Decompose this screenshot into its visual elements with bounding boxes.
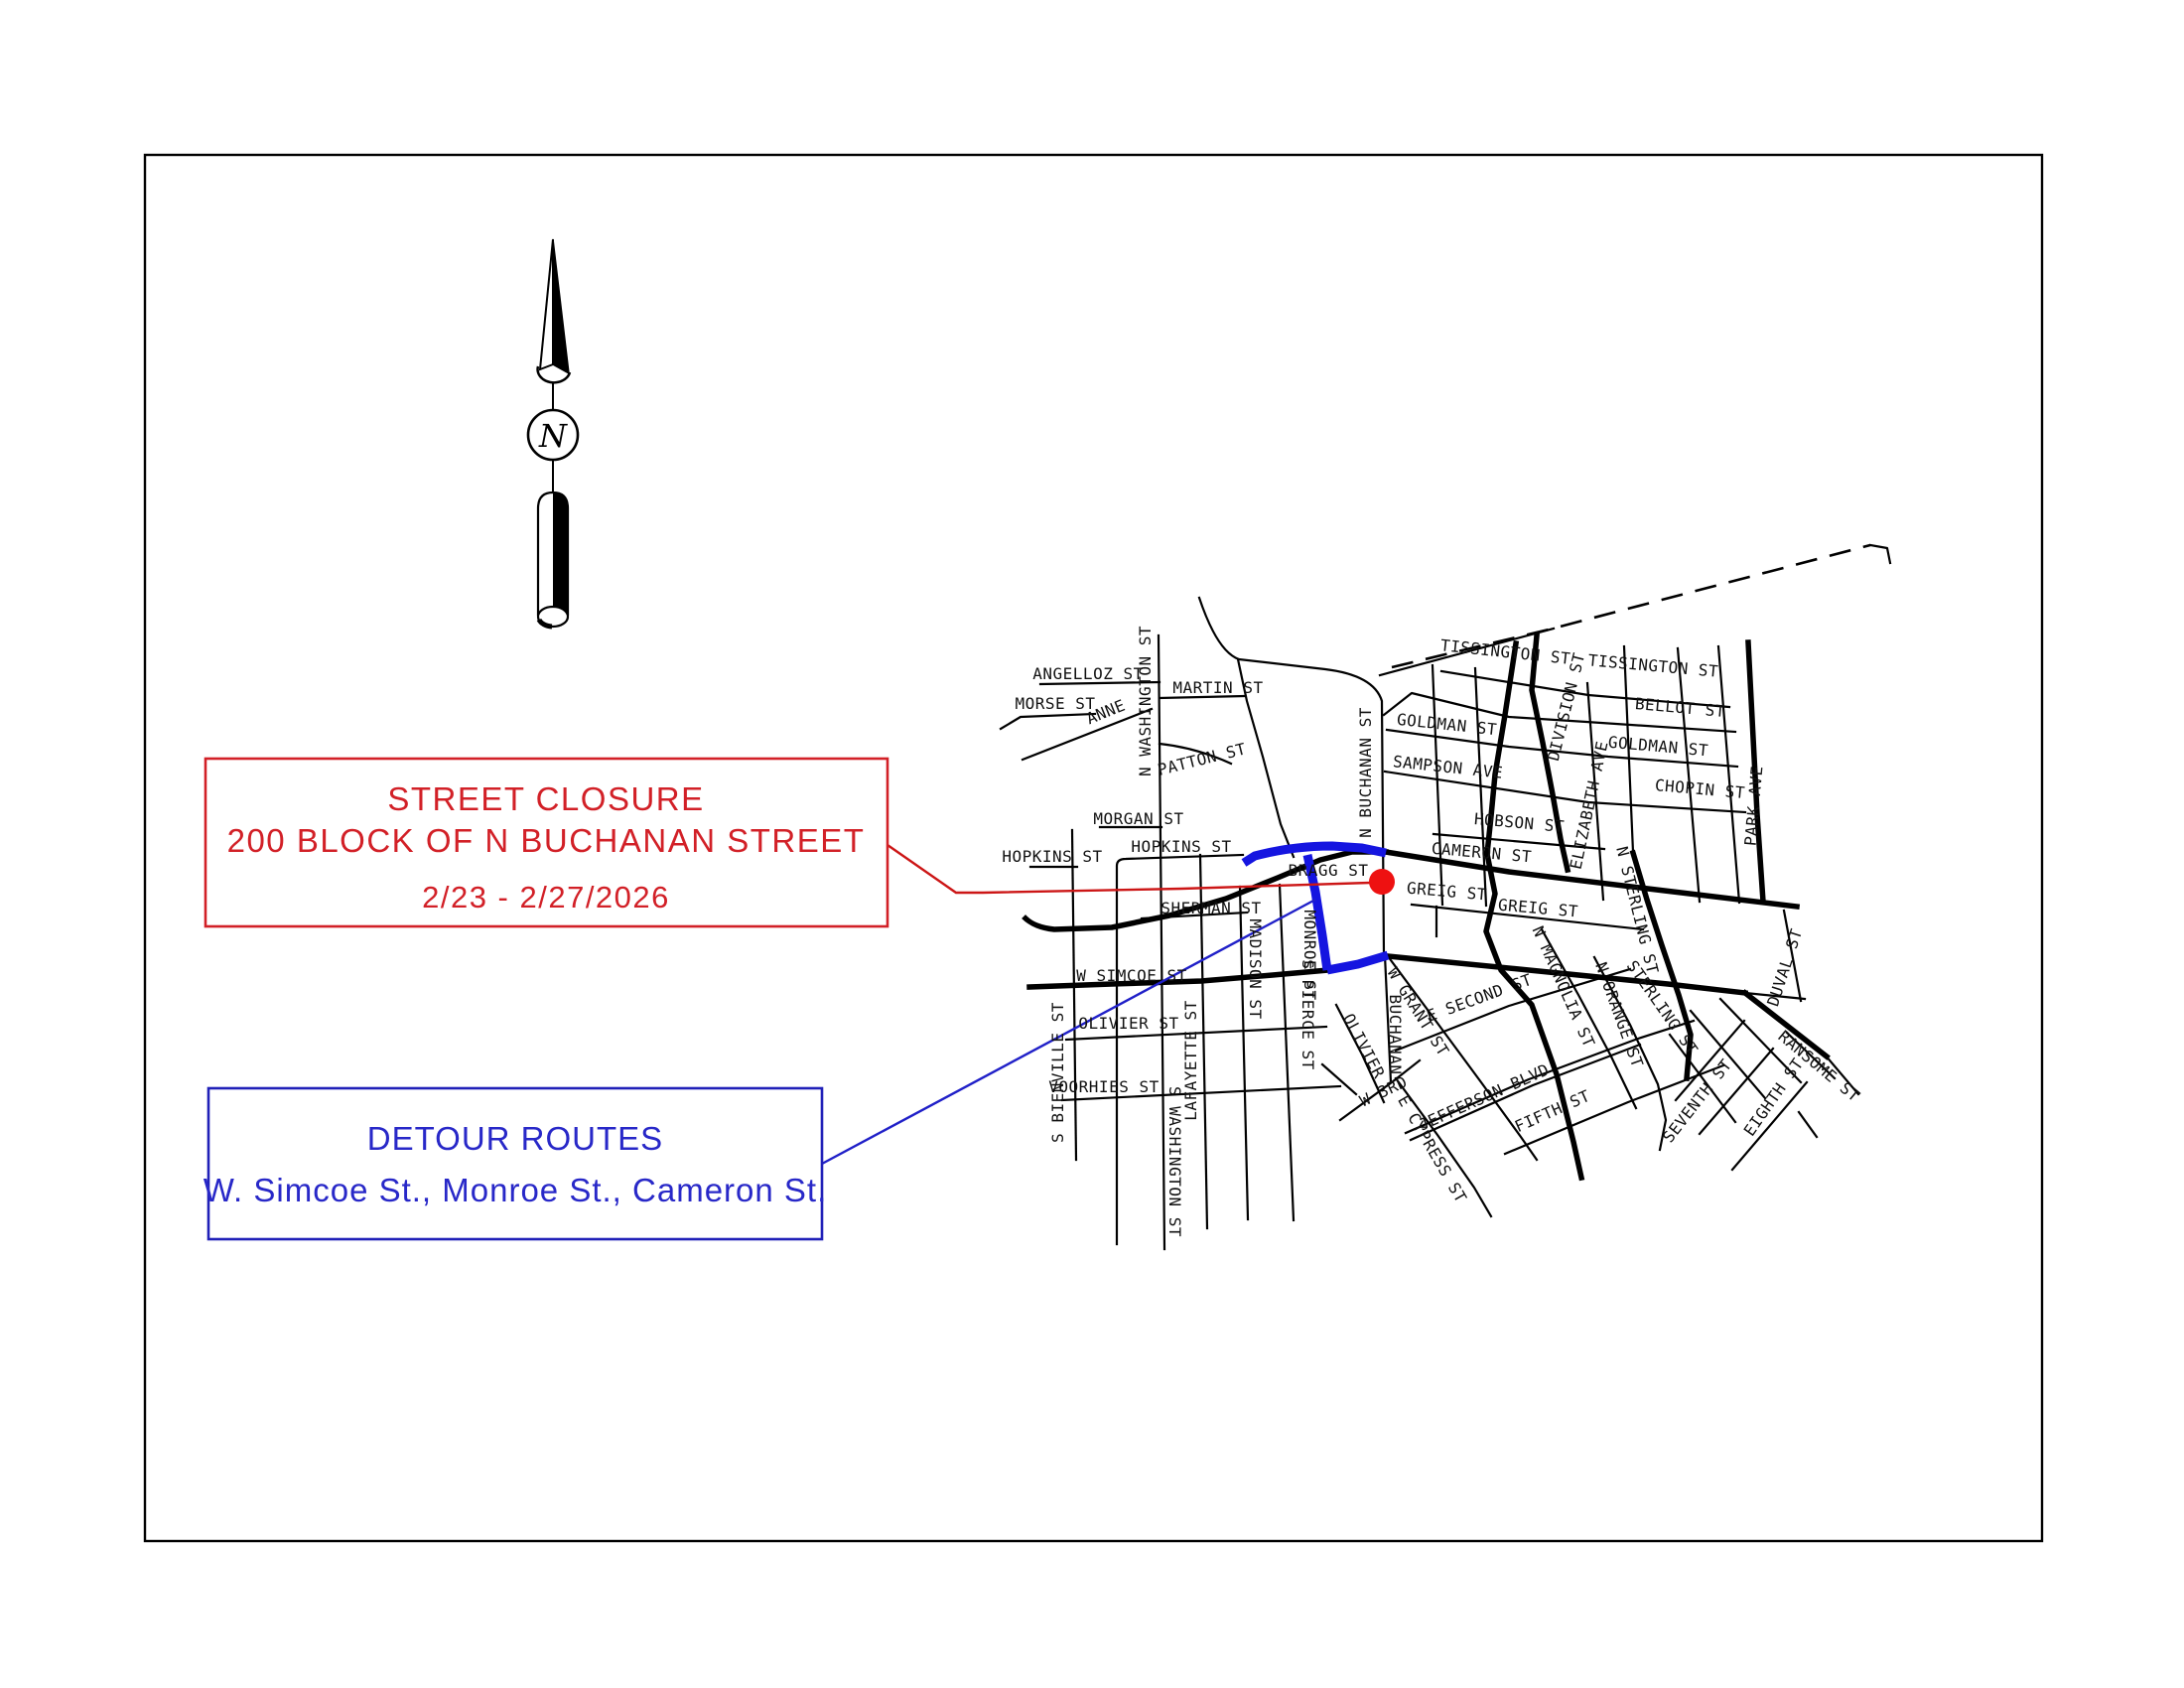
closure-dot	[1369, 869, 1395, 895]
street-label: CHOPIN ST	[1654, 775, 1746, 802]
street-label: MORGAN ST	[1093, 809, 1183, 828]
detour-callout-box: DETOUR ROUTES W. Simcoe St., Monroe St.,…	[204, 1086, 828, 1241]
street-label: S WASHINGTON ST	[1165, 1086, 1184, 1237]
street-label: ELIZABETH AVE	[1567, 739, 1612, 871]
street-label: MONROE ST	[1300, 910, 1319, 1000]
street-label: HOPKINS ST	[1131, 837, 1231, 856]
street-label: HOPKINS ST	[1002, 847, 1102, 866]
street-label: TISSINGTON ST	[1587, 650, 1719, 680]
street-label: PARK AVE	[1741, 765, 1767, 846]
street-label: N WASHINGTON ST	[1136, 626, 1155, 776]
street-label: GOLDMAN ST	[1607, 733, 1709, 761]
street-label: MADISON ST	[1246, 918, 1265, 1019]
street-label: MORSE ST	[1015, 694, 1095, 713]
street-label: SAMPSON AVE	[1392, 752, 1504, 782]
street-label: BRAGG ST	[1288, 861, 1368, 880]
detour-title: DETOUR ROUTES	[367, 1120, 663, 1157]
north-letter: N	[538, 417, 568, 455]
street-label: S PIERCE ST	[1298, 959, 1317, 1069]
street-label: DIVISION ST	[1544, 650, 1588, 763]
street-label: SHERMAN ST	[1160, 899, 1261, 917]
street-label: OLIVIER ST	[1078, 1014, 1178, 1033]
closure-leader-line	[887, 844, 1371, 895]
street-label: MARTIN ST	[1172, 678, 1263, 697]
street-label: VOORHIES ST	[1048, 1077, 1159, 1096]
street-label: LAFAYETTE ST	[1181, 1000, 1200, 1121]
closure-dates: 2/23 - 2/27/2026	[422, 880, 670, 914]
closure-title: STREET CLOSURE	[387, 780, 704, 817]
street-label: OLIVIER	[1339, 1011, 1389, 1082]
north-arrow-icon: N	[526, 238, 580, 630]
street-label: GOLDMAN ST	[1396, 710, 1498, 739]
street-label: N BUCHANAN ST	[1356, 707, 1375, 838]
street-label: FIFTH ST	[1512, 1086, 1593, 1136]
page-border	[143, 153, 2044, 1543]
street-label: W SIMCOE ST	[1076, 966, 1186, 985]
street-label: GREIG ST	[1497, 896, 1578, 921]
detour-route-highlight	[1241, 841, 1390, 975]
closure-callout-box: STREET CLOSURE 200 BLOCK OF N BUCHANAN S…	[204, 757, 889, 928]
road-network	[999, 596, 1860, 1251]
street-label: ANGELLOZ ST	[1032, 664, 1143, 683]
street-label: GREIG ST	[1406, 879, 1487, 905]
street-label: S BIENVILLE ST	[1048, 1002, 1067, 1143]
closure-location: 200 BLOCK OF N BUCHANAN STREET	[227, 822, 866, 859]
street-label: SEVENTH ST	[1659, 1055, 1735, 1147]
railroad-dashed-line	[1391, 543, 1892, 669]
detour-streets: W. Simcoe St., Monroe St., Cameron St.	[204, 1172, 828, 1208]
street-label: BELLOT ST	[1634, 694, 1726, 721]
detour-leader-line	[821, 898, 1316, 1166]
street-label: EIGHTH ST	[1740, 1055, 1808, 1140]
street-label: BUCHANAN	[1386, 994, 1405, 1074]
